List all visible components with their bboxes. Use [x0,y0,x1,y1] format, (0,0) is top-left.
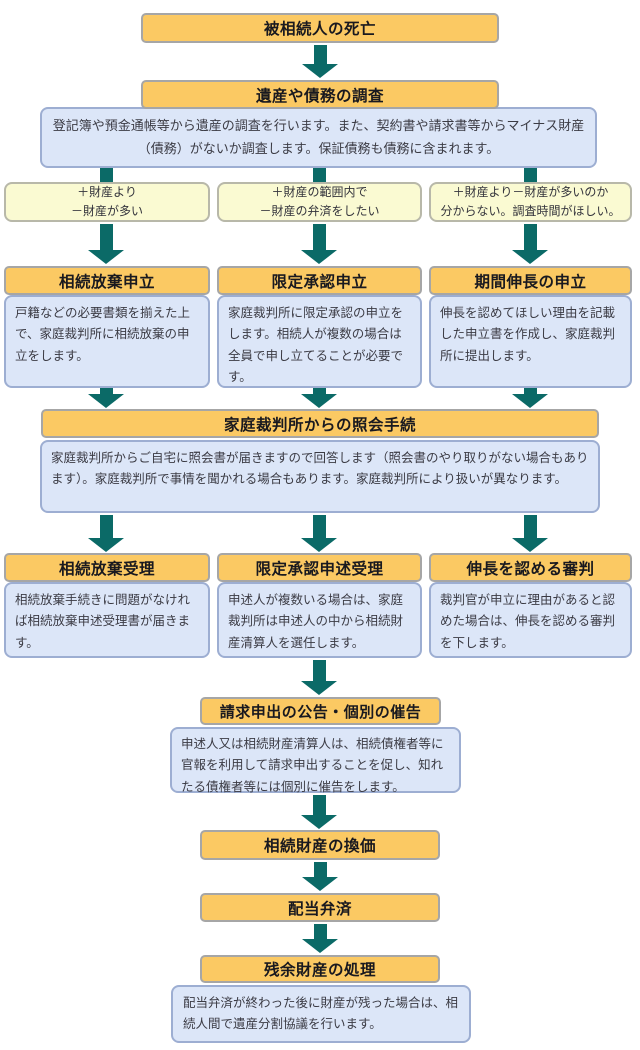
connector-stem [100,168,113,182]
arrow-stem [312,660,326,681]
flow-arrow [88,224,124,264]
flow-arrow [302,924,338,953]
flow-arrow [512,515,548,552]
arrow-stem [523,224,537,250]
arrow-head [512,538,548,552]
arrow-head [301,815,337,829]
arrow-head [512,250,548,264]
arrow-stem [312,224,326,250]
step-investigation-description: 登記簿や預金通帳等から遺産の調査を行います。また、契約書や請求書等からマイナス財… [40,107,597,168]
petition-extension-header: 期間伸長の申立 [429,266,632,295]
arrow-head [301,394,337,408]
arrow-stem [99,224,113,250]
step-inquiry-description: 家庭裁判所からご自宅に照会書が届きますので回答します（照会書のやり取りがない場合… [40,440,600,513]
result-renounce-header: 相続放棄受理 [4,553,210,582]
step-announcement-description: 申述人又は相続財産清算人は、相続債権者等に官報を利用して請求申出することを促し、… [170,727,461,794]
flow-arrow [301,388,337,408]
connector-stem [313,168,326,182]
flow-arrow [301,224,337,264]
arrow-head [512,394,548,408]
condition-line: －財産の弁済をしたい [259,204,380,218]
condition-line: ＋財産より [77,185,137,200]
result-renounce-description: 相続放棄手続きに問題がなければ相続放棄申述受理書が届きます。 [4,582,210,658]
step-investigation-header: 遺産や債務の調査 [141,80,499,109]
arrow-stem [312,515,326,538]
arrow-head [301,681,337,695]
condition-extension: ＋財産より－財産が多いのか 分からない。調査時間がほしい。 [429,182,632,222]
condition-line: －財産が多い [70,204,143,218]
arrow-head [88,394,124,408]
arrow-stem [99,388,113,394]
step-residual-header: 残余財産の処理 [200,955,440,983]
petition-extension-description: 伸長を認めてほしい理由を記載した申立書を作成し、家庭裁判所に提出します。 [429,295,632,388]
condition-line: ＋財産の範囲内で [271,185,368,200]
flow-arrow [302,45,338,78]
arrow-head [301,538,337,552]
flow-arrow [301,795,337,829]
step-residual-description: 配当弁済が終わった後に財産が残った場合は、相続人間で遺産分割協議を行います。 [171,985,471,1043]
flow-arrow [301,660,337,695]
flow-arrow [302,862,338,891]
arrow-head [302,64,338,78]
arrow-stem [313,924,327,939]
condition-line: 分からない。調査時間がほしい。 [440,204,621,218]
arrow-stem [313,45,327,64]
step-death-header: 被相続人の死亡 [141,13,499,43]
arrow-head [88,538,124,552]
arrow-stem [523,515,537,538]
result-limited-acceptance-header: 限定承認申述受理 [217,553,422,582]
condition-line: ＋財産より－財産が多いのか [452,185,609,200]
arrow-stem [523,388,537,394]
arrow-head [302,877,338,891]
flow-arrow [301,515,337,552]
petition-limited-acceptance-description: 家庭裁判所に限定承認の申立をします。相続人が複数の場合は全員で申し立てることが必… [217,295,422,388]
arrow-stem [313,862,327,877]
connector-stem [524,168,537,182]
petition-renounce-description: 戸籍などの必要書類を揃えた上で、家庭裁判所に相続放棄の申立をします。 [4,295,210,388]
arrow-stem [312,388,326,394]
arrow-stem [312,795,326,815]
result-extension-description: 裁判官が申立に理由があると認めた場合は、伸長を認める審判を下します。 [429,582,632,658]
result-extension-header: 伸長を認める審判 [429,553,632,582]
flow-arrow [88,515,124,552]
petition-renounce-header: 相続放棄申立 [4,266,210,295]
flow-arrow [512,388,548,408]
arrow-head [88,250,124,264]
petition-limited-acceptance-header: 限定承認申立 [217,266,422,295]
flow-arrow [512,224,548,264]
step-inquiry-header: 家庭裁判所からの照会手続 [41,409,599,438]
step-conversion-header: 相続財産の換価 [200,830,440,860]
condition-limited-acceptance: ＋財産の範囲内で －財産の弁済をしたい [217,182,422,222]
arrow-head [302,939,338,953]
arrow-stem [99,515,113,538]
step-announcement-header: 請求申出の公告・個別の催告 [200,697,441,725]
flow-arrow [88,388,124,408]
condition-renounce: ＋財産より －財産が多い [4,182,210,222]
arrow-head [301,250,337,264]
step-dividend-header: 配当弁済 [200,893,440,922]
result-limited-acceptance-description: 申述人が複数いる場合は、家庭裁判所は申述人の中から相続財産清算人を選任します。 [217,582,422,658]
